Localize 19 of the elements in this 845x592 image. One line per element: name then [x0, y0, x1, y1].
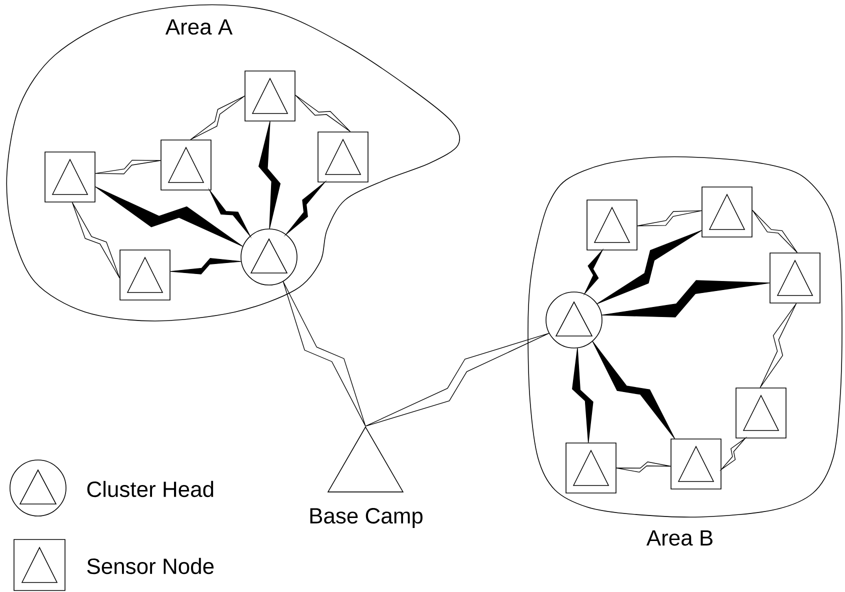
sensor-box	[586, 200, 638, 250]
sensor-box	[318, 132, 368, 182]
cluster-head-circle	[240, 228, 298, 286]
area-region: Area B	[528, 156, 842, 546]
sensor-box	[736, 388, 786, 438]
sensor-box	[770, 252, 820, 304]
cluster-head-circle	[546, 292, 602, 348]
node-label: Base Camp	[310, 508, 423, 528]
area-region: Area A	[6, 4, 460, 322]
legend-label: Sensor Node	[87, 558, 214, 574]
sensor-box	[566, 442, 616, 494]
sensor-box	[120, 250, 170, 300]
sensor-box	[244, 70, 296, 122]
sensor-box	[702, 186, 752, 238]
node-label: Area B	[646, 530, 712, 546]
sensor-box	[160, 140, 212, 190]
sensor-box	[670, 438, 722, 490]
sensor-box	[44, 152, 96, 202]
legend-label: Cluster Head	[87, 480, 214, 498]
